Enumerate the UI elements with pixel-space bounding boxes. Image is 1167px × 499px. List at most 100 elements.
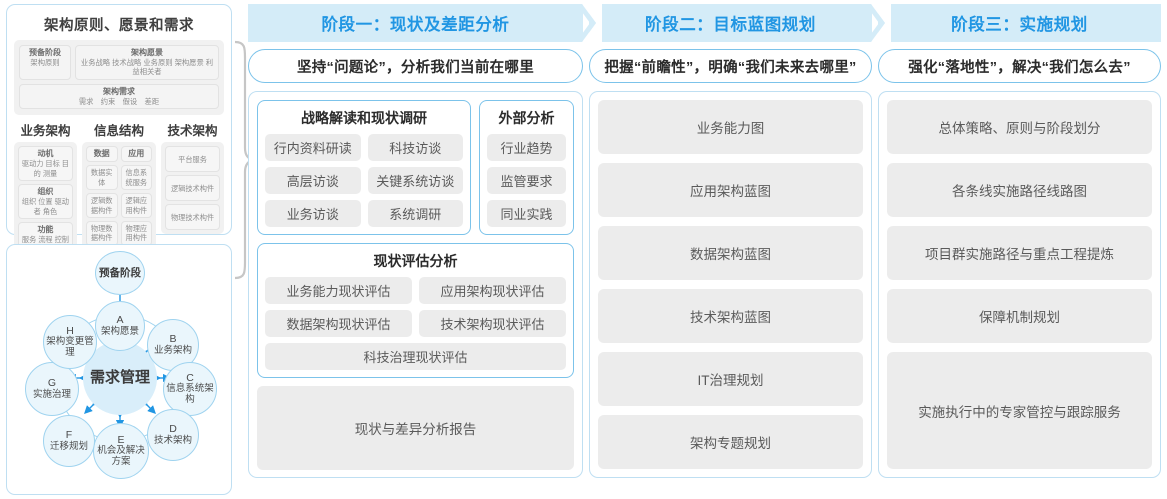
phase-3-subtitle: 强化“落地性”，解决“我们怎么去” [908,59,1131,76]
togaf-pillars: 业务架构 动机 驱动力 目标 目的 测量 组织 组织 位置 驱动者 角色 [14,120,224,261]
item-arch-topic-plan[interactable]: 架构专题规划 [598,415,863,469]
cycle-node-h: H 架构变更管理 [43,315,97,369]
phase-3: 阶段三：实施规划 强化“落地性”，解决“我们怎么去” 总体策略、原则与阶段划分 … [878,4,1161,478]
phase-3-header: 阶段三：实施规划 [878,4,1161,42]
togaf-requirements-box: 架构需求 需求 约束 假设 差距 [19,83,219,110]
phase-3-body: 总体策略、原则与阶段划分 各条线实施路径线路图 项目群实施路径与重点工程提炼 保… [878,91,1161,478]
phase-2-chevron-icon [871,4,891,42]
cell-logical-tech: 逻辑技术构件 [165,175,220,202]
subcol-data: 数据 数据实体 逻辑数据构件 物理数据构件 [85,146,118,246]
cell-logical-app: 逻辑应用构件 [120,193,153,218]
cycle-node-e: E 机会及解决方案 [93,423,149,479]
group-external-title: 外部分析 [498,110,555,126]
phase-2-header-text: 阶段二：目标蓝图规划 [645,16,816,34]
cycle-node-g: G 实施治理 [25,362,79,416]
adm-cycle: 预备阶段 需求管理 A 架构愿景 B 业务架构 C [7,245,233,496]
phase-1: 阶段一：现状及差距分析 坚持“问题论”，分析我们当前在哪里 战略解读和现状调研 … [248,4,602,478]
togaf-title: 架构原则、愿景和需求 [44,18,194,34]
group-current-assessment: 现状评估分析 业务能力现状评估 应用架构现状评估 数据架构现状评估 技术架构现状… [257,243,574,378]
togaf-preliminary-box: 预备阶段 架构原则 [19,45,71,80]
chip-data-arch-assessment[interactable]: 数据架构现状评估 [265,310,412,337]
phase-3-subtitle-pill: 强化“落地性”，解决“我们怎么去” [878,49,1161,83]
phase-1-chevron-icon [582,4,602,42]
phase-2-header: 阶段二：目标蓝图规划 [589,4,891,42]
cell-physical-tech: 物理技术构件 [165,204,220,231]
chip-tech-arch-assessment[interactable]: 技术架构现状评估 [419,310,566,337]
togaf-requirements-band: 预备阶段 架构原则 架构愿景 业务战略 技术战略 业务原则 架构愿景 利益相关者… [14,40,224,116]
cell-data-entity: 数据实体 [85,165,118,191]
togaf-requirements-sub: 需求 约束 假设 差距 [78,96,160,106]
item-data-arch-blueprint[interactable]: 数据架构蓝图 [598,226,863,280]
cycle-node-c: C 信息系统架构 [163,362,217,416]
phase-2: 阶段二：目标蓝图规划 把握“前瞻性”，明确“我们未来去哪里” 业务能力图 应用架… [589,4,891,478]
togaf-vision-box: 架构愿景 业务战略 技术战略 业务原则 架构愿景 利益相关者 [75,45,219,80]
phase-1-top-row: 战略解读和现状调研 行内资料研读 科技访谈 高层访谈 关键系统访谈 业务访谈 系… [257,100,574,235]
item-program-roadmap[interactable]: 项目群实施路径与重点工程提炼 [887,226,1152,280]
adm-cycle-card: 预备阶段 需求管理 A 架构愿景 B 业务架构 C [6,244,232,495]
togaf-preliminary-sub: 架构原则 [30,58,60,67]
cell-platform-service: 平台服务 [165,146,220,173]
phase-2-stack: 业务能力图 应用架构蓝图 数据架构蓝图 技术架构蓝图 IT治理规划 架构专题规划 [598,100,863,469]
pillar-business-header: 业务架构 [20,124,71,139]
chip-business-capability-assessment[interactable]: 业务能力现状评估 [265,277,412,304]
cycle-node-b: B 业务架构 [147,319,199,371]
phase-1-header: 阶段一：现状及差距分析 [248,4,602,42]
item-assurance-plan[interactable]: 保障机制规划 [887,289,1152,343]
cycle-node-preliminary: 预备阶段 [95,251,145,295]
chip-regulatory[interactable]: 监管要求 [487,167,566,194]
cell-application-title: 应用 [120,146,153,163]
phase-1-header-text: 阶段一：现状及差距分析 [321,16,510,34]
togaf-requirements-title: 架构需求 [103,86,135,96]
item-tech-arch-blueprint[interactable]: 技术架构蓝图 [598,289,863,343]
phase-2-body: 业务能力图 应用架构蓝图 数据架构蓝图 技术架构蓝图 IT治理规划 架构专题规划 [589,91,872,478]
chip-tech-interview[interactable]: 科技访谈 [367,134,463,161]
cycle-node-d: D 技术架构 [147,409,199,461]
phase-1-body: 战略解读和现状调研 行内资料研读 科技访谈 高层访谈 关键系统访谈 业务访谈 系… [248,91,583,478]
phase-2-subtitle-pill: 把握“前瞻性”，明确“我们未来去哪里” [589,49,872,83]
cell-logical-data: 逻辑数据构件 [85,193,118,218]
togaf-vision-title: 架构愿景 [131,48,163,57]
group-strategy-research: 战略解读和现状调研 行内资料研读 科技访谈 高层访谈 关键系统访谈 业务访谈 系… [257,100,471,235]
togaf-framework-card: 架构原则、愿景和需求 预备阶段 架构原则 架构愿景 业务战略 技术战略 业务原则… [6,4,232,312]
togaf-vision-sub: 业务战略 技术战略 业务原则 架构愿景 利益相关者 [80,58,214,77]
pillar-information-header: 信息结构 [93,124,144,139]
group-assessment-title: 现状评估分析 [373,253,458,269]
chip-system-survey[interactable]: 系统调研 [367,200,463,227]
chip-peer-practice[interactable]: 同业实践 [487,200,566,227]
chip-internal-docs[interactable]: 行内资料研读 [265,134,361,161]
cell-motivation: 动机 驱动力 目标 目的 测量 [18,146,73,182]
chip-key-system-interview[interactable]: 关键系统访谈 [367,167,463,194]
item-overall-strategy[interactable]: 总体策略、原则与阶段划分 [887,100,1152,154]
togaf-preliminary-title: 预备阶段 [29,48,61,57]
chip-gap-analysis-report[interactable]: 现状与差异分析报告 [257,386,574,470]
item-line-roadmap[interactable]: 各条线实施路径线路图 [887,163,1152,217]
chip-industry-trend[interactable]: 行业趋势 [487,134,566,161]
pillar-technology-architecture: 技术架构 平台服务 逻辑技术构件 物理技术构件 [161,120,224,260]
phase-3-header-text: 阶段三：实施规划 [951,16,1088,34]
chip-exec-interview[interactable]: 高层访谈 [265,167,361,194]
chip-app-arch-assessment[interactable]: 应用架构现状评估 [419,277,566,304]
chip-business-interview[interactable]: 业务访谈 [265,200,361,227]
item-business-capability-map[interactable]: 业务能力图 [598,100,863,154]
group-external-analysis: 外部分析 行业趋势 监管要求 同业实践 [479,100,574,235]
item-app-arch-blueprint[interactable]: 应用架构蓝图 [598,163,863,217]
cycle-node-f: F 迁移规划 [43,415,95,467]
phase-1-subtitle-pill: 坚持“问题论”，分析我们当前在哪里 [248,49,583,83]
chip-tech-governance-assessment[interactable]: 科技治理现状评估 [265,343,566,370]
item-expert-tracking-service[interactable]: 实施执行中的专家管控与跟踪服务 [887,352,1152,469]
left-column: 架构原则、愿景和需求 预备阶段 架构原则 架构愿景 业务战略 技术战略 业务原则… [6,4,234,495]
group-strategy-title: 战略解读和现状调研 [301,110,427,126]
item-it-governance-plan[interactable]: IT治理规划 [598,352,863,406]
cell-organization: 组织 组织 位置 驱动者 角色 [18,184,73,219]
phase-2-subtitle: 把握“前瞻性”，明确“我们未来去哪里” [604,59,857,76]
cell-data-title: 数据 [85,146,118,163]
phase-1-subtitle: 坚持“问题论”，分析我们当前在哪里 [296,59,535,76]
pillar-information-structure: 信息结构 数据 数据实体 逻辑数据构件 [81,120,157,260]
cycle-node-center: 需求管理 [83,341,157,415]
cell-physical-data: 物理数据构件 [85,220,118,246]
cycle-node-a: A 架构愿景 [95,301,145,351]
pillar-technology-header: 技术架构 [167,124,218,139]
subcol-application: 应用 信息系统服务 逻辑应用构件 物理应用构件 [120,146,153,246]
phase-3-stack: 总体策略、原则与阶段划分 各条线实施路径线路图 项目群实施路径与重点工程提炼 保… [887,100,1152,469]
